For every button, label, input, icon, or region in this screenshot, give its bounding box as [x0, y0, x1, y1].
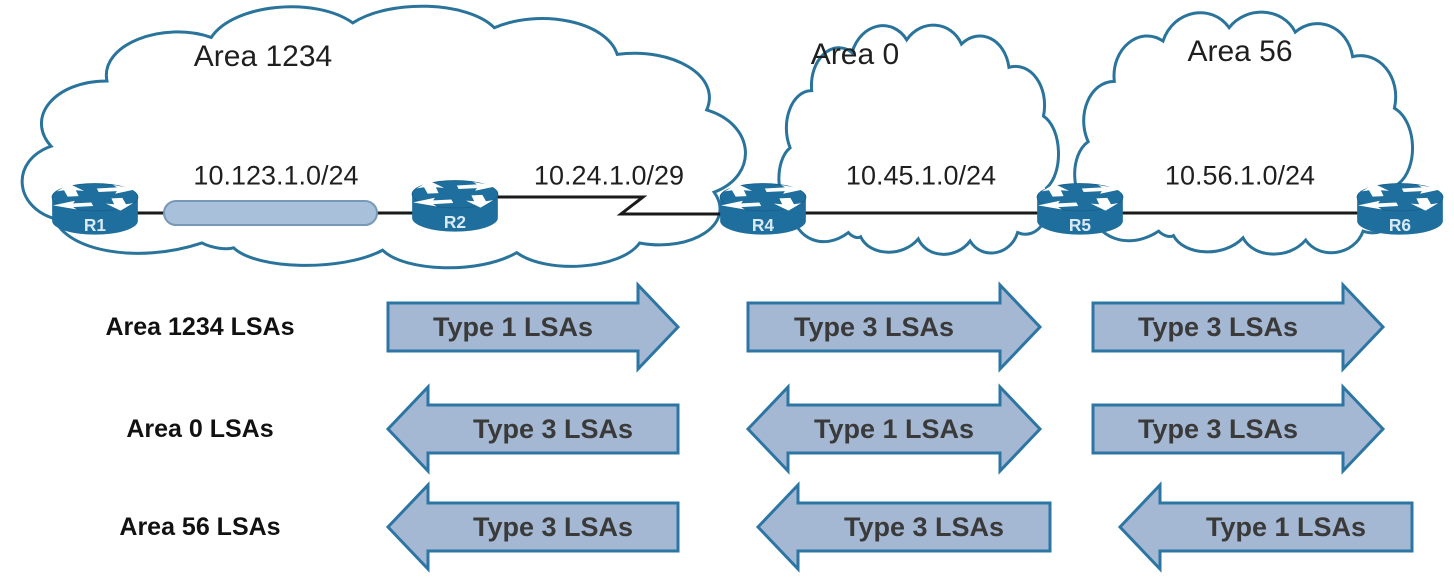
router-icon: R6: [1356, 183, 1444, 235]
row-label-area-0-lsas: Area 0 LSAs: [126, 414, 274, 443]
link-r2-r4-serial: [484, 195, 760, 216]
area-label-0: Area 0: [810, 38, 900, 71]
lsa-arrow: Type 3 LSAs: [755, 481, 1052, 573]
lsa-arrow: Type 3 LSAs: [385, 481, 680, 573]
network-label-10-123: 10.123.1.0/24: [193, 160, 359, 191]
lsa-arrow-label: Type 3 LSAs: [793, 311, 955, 342]
area-label-1234: Area 1234: [193, 40, 333, 73]
router-icon: R2: [411, 180, 499, 232]
router-r4: R4: [717, 179, 809, 241]
lsa-arrow: Type 3 LSAs: [1091, 383, 1386, 475]
router-icon: R1: [51, 183, 139, 235]
lsa-arrow: Type 1 LSAs: [1117, 481, 1414, 573]
lsa-arrow: Type 3 LSAs: [1091, 281, 1386, 373]
network-label-10-45: 10.45.1.0/24: [845, 160, 997, 191]
router-r2: R2: [409, 176, 501, 238]
router-icon: R5: [1036, 183, 1124, 235]
row-label-area-1234-lsas: Area 1234 LSAs: [105, 312, 295, 341]
router-label: R4: [752, 215, 775, 235]
area-label-56: Area 56: [1187, 35, 1293, 68]
lsa-arrow-label: Type 3 LSAs: [843, 511, 1005, 542]
lsa-arrow-label: Type 3 LSAs: [1137, 311, 1299, 342]
network-label-10-56: 10.56.1.0/24: [1164, 160, 1316, 191]
router-r1: R1: [49, 179, 141, 241]
lsa-arrow-label: Type 3 LSAs: [472, 413, 634, 444]
router-label: R5: [1069, 215, 1092, 235]
lsa-arrow: Type 3 LSAs: [385, 383, 680, 475]
lsa-arrow-label: Type 1 LSAs: [432, 311, 594, 342]
lsa-arrow-label: Type 3 LSAs: [472, 511, 634, 542]
ethernet-segment-icon: [163, 200, 378, 226]
lsa-arrow: Type 1 LSAs: [745, 383, 1043, 475]
area-56-cloud: [1075, 12, 1413, 254]
router-r5: R5: [1034, 179, 1126, 241]
lsa-arrow: Type 3 LSAs: [746, 281, 1043, 373]
lsa-arrow-label: Type 1 LSAs: [1205, 511, 1367, 542]
router-label: R2: [444, 212, 466, 232]
lsa-arrow-label: Type 1 LSAs: [813, 413, 975, 444]
area-0-cloud: [779, 25, 1059, 254]
network-label-10-24: 10.24.1.0/29: [533, 160, 685, 191]
row-label-area-56-lsas: Area 56 LSAs: [119, 512, 281, 541]
router-label: R1: [84, 215, 107, 235]
router-icon: R4: [719, 183, 807, 235]
lsa-arrow-label: Type 3 LSAs: [1137, 413, 1299, 444]
router-r6: R6: [1354, 179, 1446, 241]
lsa-arrow: Type 1 LSAs: [386, 281, 681, 373]
router-label: R6: [1389, 215, 1411, 235]
